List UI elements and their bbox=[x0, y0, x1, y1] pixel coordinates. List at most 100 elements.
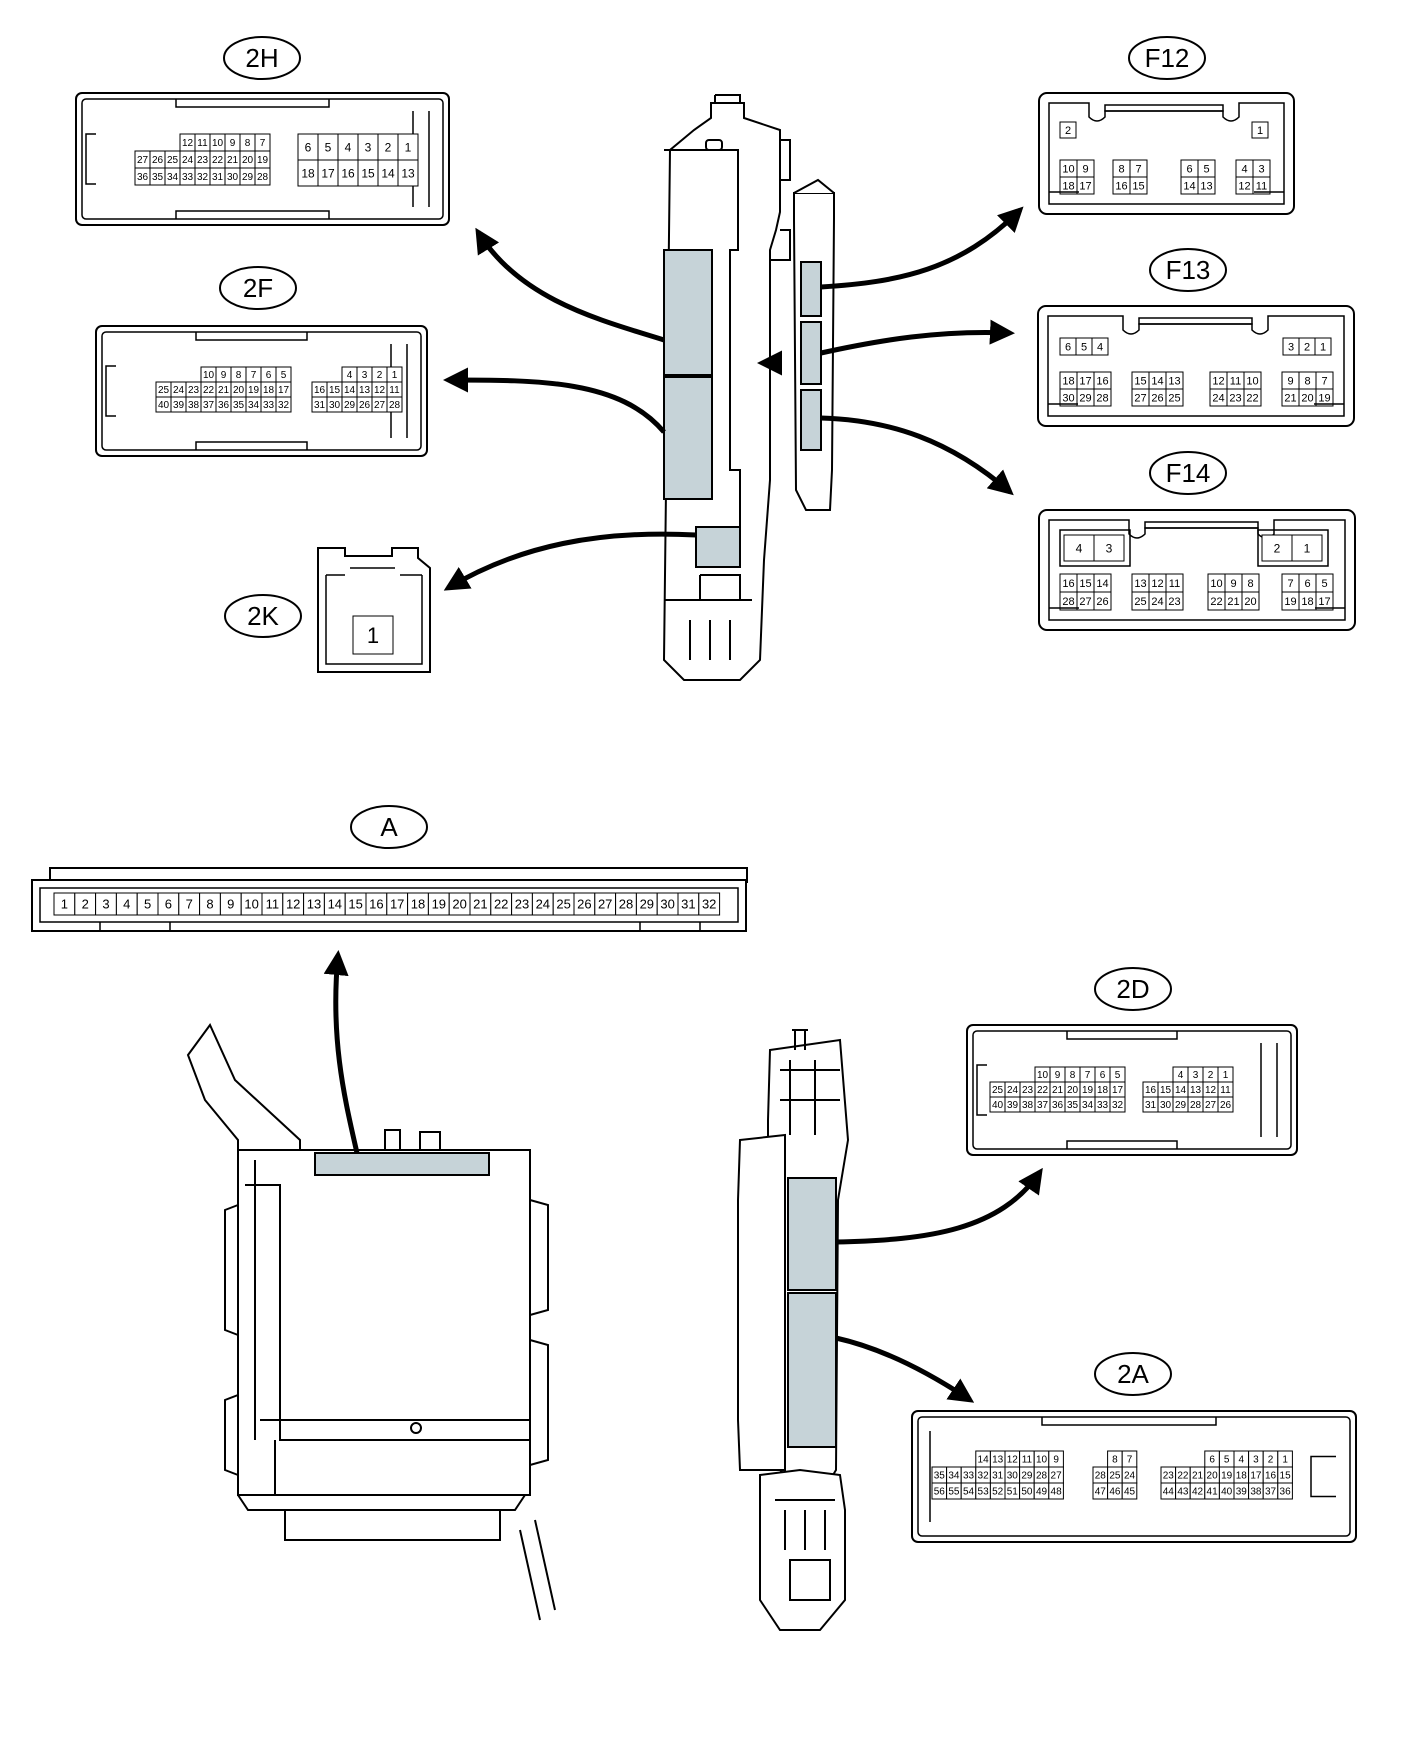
pin-number: 7 bbox=[1135, 163, 1141, 175]
pin-number: 4 bbox=[1076, 541, 1083, 555]
pin-number: 28 bbox=[257, 172, 269, 183]
pin-number: 22 bbox=[203, 385, 215, 396]
pin-number: 15 bbox=[1134, 375, 1146, 387]
pin-number: 28 bbox=[389, 400, 401, 411]
pin-number: 6 bbox=[1304, 578, 1310, 590]
connector-2k: 1 bbox=[317, 547, 431, 673]
pin-number: 24 bbox=[1151, 596, 1163, 608]
pin-number: 21 bbox=[473, 897, 487, 912]
pin-number: 1 bbox=[1223, 1070, 1229, 1081]
pin-number: 5 bbox=[1224, 1455, 1230, 1466]
arrows-top bbox=[443, 206, 1024, 591]
pin-number: 20 bbox=[1301, 392, 1313, 404]
pin-number: 19 bbox=[1318, 392, 1330, 404]
pin-number: 6 bbox=[266, 370, 272, 381]
pin-number: 34 bbox=[248, 400, 260, 411]
pin-number: 55 bbox=[948, 1487, 960, 1498]
pin-number: 38 bbox=[188, 400, 200, 411]
pin-number: 54 bbox=[963, 1487, 975, 1498]
pin-number: 25 bbox=[556, 897, 570, 912]
pin-number: 24 bbox=[1007, 1085, 1019, 1096]
pin-number: 18 bbox=[411, 897, 425, 912]
pin-number: 20 bbox=[1207, 1471, 1219, 1482]
pin-number: 36 bbox=[1052, 1100, 1064, 1111]
pin-number: 17 bbox=[390, 897, 404, 912]
pin-number: 1 bbox=[1304, 541, 1311, 555]
pin-number: 24 bbox=[1212, 392, 1224, 404]
pin-number: 33 bbox=[263, 400, 275, 411]
connector-label-text: F13 bbox=[1166, 255, 1211, 285]
pin-number: 12 bbox=[1238, 180, 1250, 192]
pin-number: 4 bbox=[1241, 163, 1247, 175]
pin-number: 20 bbox=[233, 385, 245, 396]
pin-number: 13 bbox=[1200, 180, 1212, 192]
arrows-bottom bbox=[835, 1167, 1043, 1403]
pin-number: 9 bbox=[1055, 1070, 1061, 1081]
pin-number: 30 bbox=[329, 400, 341, 411]
pin-number: 4 bbox=[123, 897, 130, 912]
pin-number: 8 bbox=[1070, 1070, 1076, 1081]
pin-number: 19 bbox=[1284, 596, 1296, 608]
pin-number: 7 bbox=[186, 897, 193, 912]
pin-number: 10 bbox=[1062, 163, 1074, 175]
pin-number: 4 bbox=[347, 370, 353, 381]
pin-number: 18 bbox=[263, 385, 275, 396]
pin-number: 16 bbox=[1115, 180, 1127, 192]
pin-number: 11 bbox=[266, 897, 280, 912]
connector-label-f13: F13 bbox=[1149, 248, 1227, 292]
pin-number: 2 bbox=[1274, 541, 1281, 555]
pin-number: 35 bbox=[1067, 1100, 1079, 1111]
pin-number: 9 bbox=[1053, 1455, 1059, 1466]
pin-number: 51 bbox=[1007, 1487, 1019, 1498]
pin-number: 13 bbox=[1168, 375, 1180, 387]
connector-label-text: A bbox=[380, 812, 398, 842]
pin-number: 28 bbox=[1096, 392, 1108, 404]
pin-number: 9 bbox=[1082, 163, 1088, 175]
pin-number: 10 bbox=[1246, 375, 1258, 387]
pin-number: 39 bbox=[1007, 1100, 1019, 1111]
pin-number: 37 bbox=[1265, 1487, 1277, 1498]
pin-number: 8 bbox=[1112, 1455, 1118, 1466]
pin-number: 13 bbox=[1190, 1085, 1202, 1096]
pin-number: 28 bbox=[1095, 1471, 1107, 1482]
pin-number: 8 bbox=[245, 138, 251, 149]
pin-number: 11 bbox=[197, 138, 208, 149]
pin-number: 5 bbox=[281, 370, 287, 381]
pin-number: 19 bbox=[432, 897, 446, 912]
pin-number: 18 bbox=[1236, 1471, 1248, 1482]
pin-number: 18 bbox=[301, 166, 315, 180]
pin-number: 2 bbox=[1304, 341, 1310, 353]
pin-number: 17 bbox=[321, 166, 335, 180]
pin-number: 27 bbox=[374, 400, 386, 411]
pin-number: 22 bbox=[212, 155, 224, 166]
pin-number: 31 bbox=[681, 897, 695, 912]
pin-number: 3 bbox=[1288, 341, 1294, 353]
pin-number: 25 bbox=[1134, 596, 1146, 608]
pin-number: 36 bbox=[137, 172, 149, 183]
pin-number: 25 bbox=[167, 155, 179, 166]
pin-number: 26 bbox=[152, 155, 164, 166]
connector-label-text: F14 bbox=[1166, 458, 1211, 488]
connector-label-f14: F14 bbox=[1149, 451, 1227, 495]
pin-number: 42 bbox=[1192, 1487, 1204, 1498]
pin-number: 41 bbox=[1207, 1487, 1219, 1498]
pin-number: 32 bbox=[702, 897, 716, 912]
pin-number: 22 bbox=[1037, 1085, 1049, 1096]
pin-number: 9 bbox=[1230, 578, 1236, 590]
connector-label-2f: 2F bbox=[219, 266, 297, 310]
pin-number: 25 bbox=[158, 385, 170, 396]
pin-number: 38 bbox=[1022, 1100, 1034, 1111]
pin-number: 6 bbox=[305, 140, 312, 154]
pin-number: 21 bbox=[218, 385, 230, 396]
pin-number: 2 bbox=[385, 140, 392, 154]
pin-number: 2 bbox=[82, 897, 89, 912]
connector-label-text: 2A bbox=[1117, 1359, 1149, 1389]
pin-number: 27 bbox=[1205, 1100, 1217, 1111]
pin-number: 18 bbox=[1301, 596, 1313, 608]
pin-number: 16 bbox=[1265, 1471, 1277, 1482]
pin-number: 11 bbox=[1256, 180, 1267, 192]
